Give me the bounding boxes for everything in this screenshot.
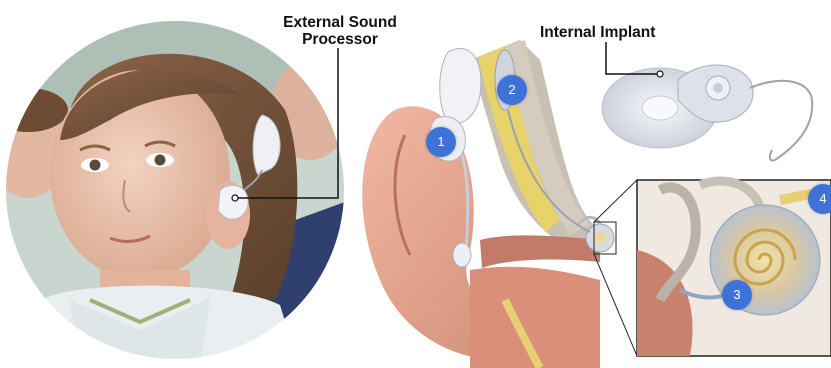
ear-cross-section (362, 40, 614, 368)
badge-1: 1 (426, 127, 456, 157)
badge-3: 3 (722, 280, 752, 310)
badge-4: 4 (808, 184, 831, 214)
external-sound-processor-label: External Sound Processor (258, 14, 422, 48)
external-processor-label-line1: External Sound (258, 14, 422, 31)
cochlea-zoom-inset (594, 180, 831, 356)
internal-implant-label: Internal Implant (540, 24, 680, 41)
child-photo (0, 10, 350, 368)
external-processor-label-line2: Processor (258, 31, 422, 48)
badge-2: 2 (497, 75, 527, 105)
internal-implant-device (602, 65, 812, 161)
